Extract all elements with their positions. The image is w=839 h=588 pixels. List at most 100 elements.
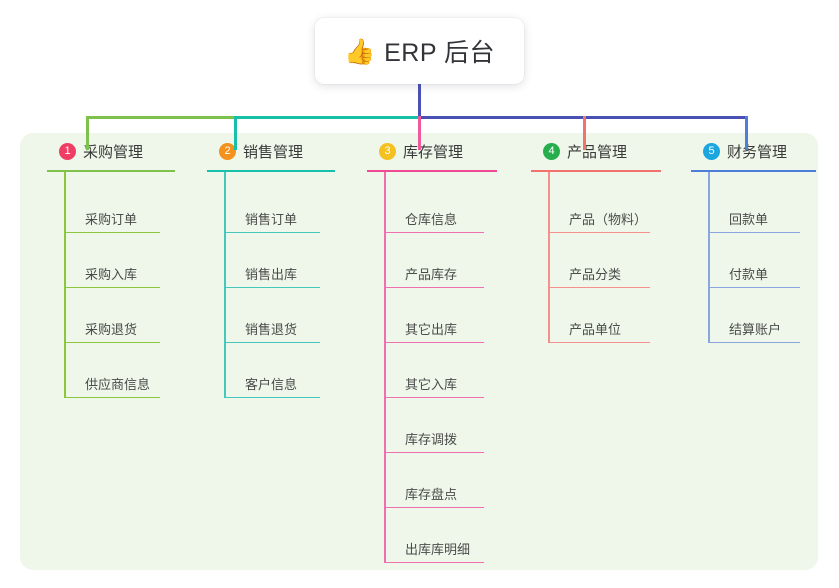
root-node-title: ERP 后台 [384, 39, 496, 67]
leaf-node[interactable]: 采购退货 [64, 288, 202, 343]
leaf-label: 仓库信息 [405, 212, 458, 227]
leaf-underline [384, 561, 484, 563]
branch-spine [224, 172, 226, 398]
column-badge-icon: 3 [379, 143, 396, 160]
connector-drop-2 [234, 116, 237, 150]
column-branch: 仓库信息产品库存其它出库其它入库库存调拨库存盘点出库库明细 [384, 172, 522, 563]
leaf-node[interactable]: 其它出库 [384, 288, 522, 343]
connector-drop-4 [583, 116, 586, 150]
column-underline [367, 170, 497, 172]
column-title: 库存管理 [403, 144, 464, 161]
column-underline [207, 170, 335, 172]
leaf-label: 采购入库 [85, 267, 138, 282]
leaf-node[interactable]: 供应商信息 [64, 343, 202, 398]
leaf-underline [384, 231, 484, 233]
column-branch: 销售订单销售出库销售退货客户信息 [224, 172, 362, 398]
leaf-label: 产品（物料） [569, 212, 648, 227]
leaf-label: 出库库明细 [405, 542, 471, 557]
leaf-node[interactable]: 其它入库 [384, 343, 522, 398]
connector-hbar-segment-2 [234, 116, 418, 119]
leaf-label: 付款单 [729, 267, 769, 282]
branch-spine [384, 172, 386, 563]
leaf-node[interactable]: 付款单 [708, 233, 839, 288]
column-4: 4 产品管理产品（物料） 产品分类产品单位 [526, 133, 686, 343]
leaf-label: 库存调拨 [405, 432, 458, 447]
leaf-underline [708, 341, 800, 343]
leaf-label: 客户信息 [245, 377, 298, 392]
leaf-label: 产品分类 [569, 267, 622, 282]
leaf-node[interactable]: 销售退货 [224, 288, 362, 343]
leaf-node[interactable]: 产品单位 [548, 288, 686, 343]
branch-spine [708, 172, 710, 343]
leaf-label: 结算账户 [729, 322, 782, 337]
leaf-underline [384, 341, 484, 343]
leaf-node[interactable]: 销售订单 [224, 178, 362, 233]
leaf-label: 销售订单 [245, 212, 298, 227]
leaf-label: 回款单 [729, 212, 769, 227]
column-header-3[interactable]: 3 库存管理 [362, 133, 522, 170]
leaf-label: 采购订单 [85, 212, 138, 227]
leaf-label: 采购退货 [85, 322, 138, 337]
leaf-node[interactable]: 回款单 [708, 178, 839, 233]
column-title: 采购管理 [83, 144, 144, 161]
leaf-underline [548, 231, 650, 233]
column-title: 销售管理 [243, 144, 304, 161]
column-underline [691, 170, 816, 172]
leaf-label: 销售出库 [245, 267, 298, 282]
leaf-underline [384, 396, 484, 398]
leaf-underline [224, 396, 320, 398]
column-branch: 回款单付款单结算账户 [708, 172, 839, 343]
column-header-5[interactable]: 5 财务管理 [686, 133, 839, 170]
column-title: 财务管理 [727, 144, 788, 161]
leaf-label: 销售退货 [245, 322, 298, 337]
column-2: 2 销售管理销售订单销售出库销售退货客户信息 [202, 133, 362, 398]
leaf-underline [548, 286, 650, 288]
leaf-underline [708, 286, 800, 288]
leaf-node[interactable]: 产品分类 [548, 233, 686, 288]
column-badge-icon: 5 [703, 143, 720, 160]
leaf-label: 库存盘点 [405, 487, 458, 502]
column-branch: 产品（物料） 产品分类产品单位 [548, 172, 686, 343]
leaf-node[interactable]: 结算账户 [708, 288, 839, 343]
content-panel [20, 133, 818, 570]
leaf-node[interactable]: 销售出库 [224, 233, 362, 288]
root-node-card[interactable]: 👍 ERP 后台 [315, 18, 524, 84]
column-underline [531, 170, 661, 172]
leaf-underline [64, 341, 160, 343]
leaf-node[interactable]: 出库库明细 [384, 508, 522, 563]
leaf-node[interactable]: 产品库存 [384, 233, 522, 288]
leaf-label: 产品库存 [405, 267, 458, 282]
branch-spine [64, 172, 66, 398]
connector-trunk [418, 84, 421, 118]
connector-drop-1 [86, 116, 89, 150]
leaf-node[interactable]: 库存盘点 [384, 453, 522, 508]
leaf-node[interactable]: 客户信息 [224, 343, 362, 398]
column-5: 5 财务管理回款单付款单结算账户 [686, 133, 839, 343]
leaf-node[interactable]: 采购订单 [64, 178, 202, 233]
leaf-underline [384, 286, 484, 288]
column-badge-icon: 2 [219, 143, 236, 160]
leaf-underline [224, 341, 320, 343]
leaf-label: 其它入库 [405, 377, 458, 392]
leaf-node[interactable]: 仓库信息 [384, 178, 522, 233]
leaf-underline [548, 341, 650, 343]
leaf-underline [64, 396, 160, 398]
column-header-4[interactable]: 4 产品管理 [526, 133, 686, 170]
branch-spine [548, 172, 550, 343]
leaf-underline [64, 286, 160, 288]
column-branch: 采购订单采购入库采购退货供应商信息 [64, 172, 202, 398]
column-title: 产品管理 [567, 144, 628, 161]
leaf-underline [384, 506, 484, 508]
column-underline [47, 170, 175, 172]
leaf-node[interactable]: 库存调拨 [384, 398, 522, 453]
leaf-label: 供应商信息 [85, 377, 151, 392]
leaf-node[interactable]: 采购入库 [64, 233, 202, 288]
column-badge-icon: 4 [543, 143, 560, 160]
connector-drop-3 [418, 116, 421, 150]
leaf-underline [384, 451, 484, 453]
column-header-2[interactable]: 2 销售管理 [202, 133, 362, 170]
leaf-node[interactable]: 产品（物料） [548, 178, 686, 233]
